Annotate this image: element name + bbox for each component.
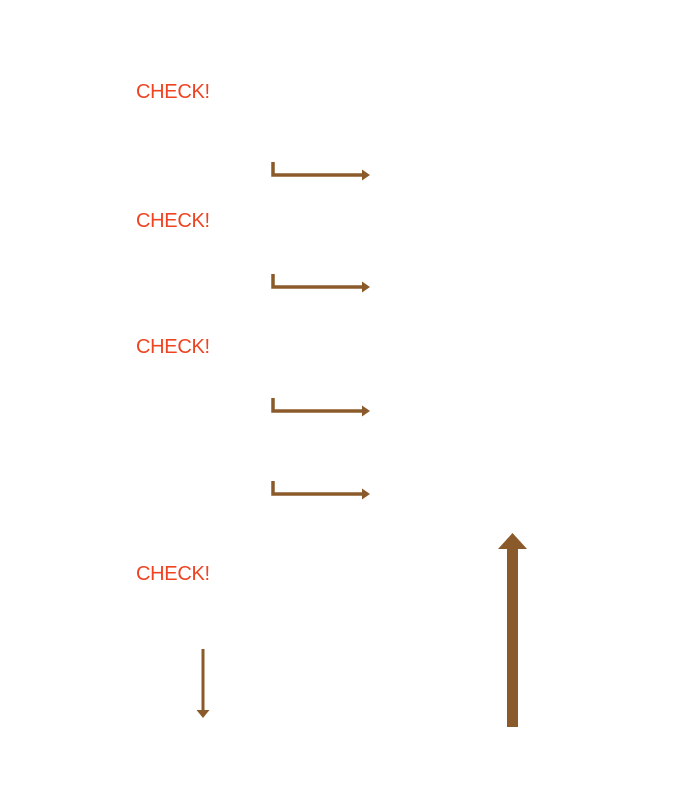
up-arrow-icon bbox=[498, 533, 527, 727]
bent-right-arrow-icon bbox=[271, 481, 370, 500]
check-label-4: CHECK! bbox=[136, 563, 210, 585]
check-label-3: CHECK! bbox=[136, 336, 210, 358]
check-label-2: CHECK! bbox=[136, 210, 210, 232]
bent-right-arrow-icon bbox=[271, 398, 370, 417]
down-arrow-icon bbox=[196, 649, 210, 718]
bent-right-arrow-icon bbox=[271, 274, 370, 293]
bent-right-arrow-icon bbox=[271, 162, 370, 181]
check-label-1: CHECK! bbox=[136, 81, 210, 103]
